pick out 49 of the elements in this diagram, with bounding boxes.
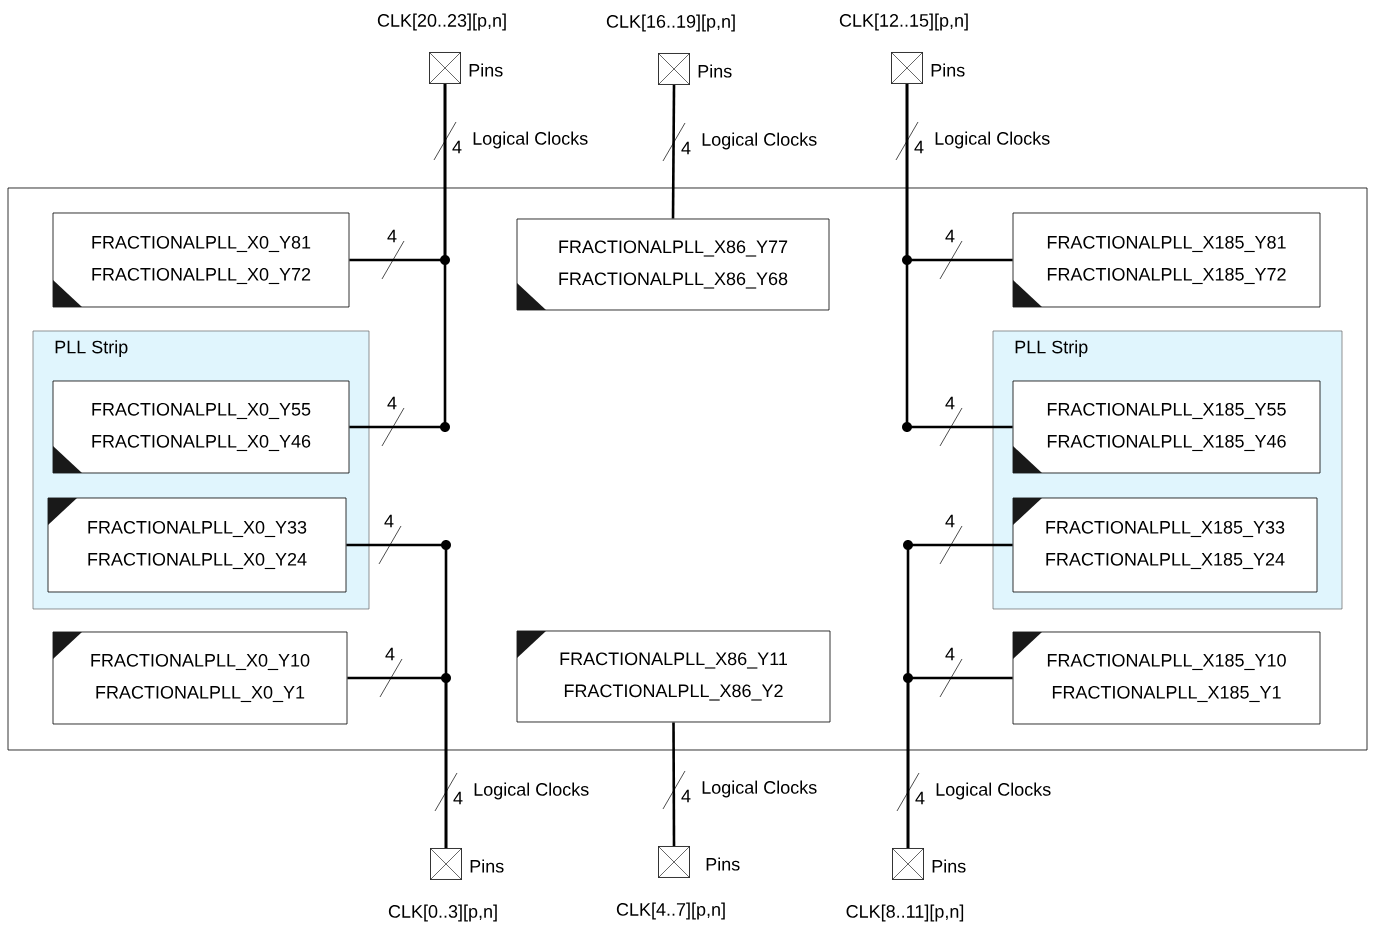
edge-label: 4 [385,647,395,661]
bus-label: Logical Clocks [474,782,589,800]
bus-line [349,83,447,429]
bus-line [905,83,1013,429]
device-frame [7,187,1368,751]
pll-box: FRACTIONALPLL_X185_Y33 FRACTIONALPLL_X185_Y24 [1012,497,1318,593]
clock-label: CLK[0..3][p,n] [388,904,497,922]
edge-label: 4 [945,229,955,243]
bus-label: Logical Clocks [473,131,588,149]
clock-label: CLK[8..11][p,n] [846,904,964,922]
edge-label: 4 [387,396,397,410]
bus-label: Logical Clocks [702,780,817,798]
bus-line [347,676,448,849]
clock-label: CLK[16..19][p,n] [606,14,735,32]
pin-label: Pins [470,859,504,873]
pll-box: FRACTIONALPLL_X185_Y55 FRACTIONALPLL_X185_Y46 [1012,380,1321,474]
bus-label: Logical Clocks [702,132,817,150]
pll-box: FRACTIONALPLL_X185_Y10 FRACTIONALPLL_X185_Y1 [1012,631,1321,725]
edge-label: 4 [387,229,397,243]
edge-label: 4 [384,514,394,528]
pll-box: FRACTIONALPLL_X86_Y77 FRACTIONALPLL_X86_Y68 [516,218,830,311]
bus-width: 4 [453,791,463,805]
pll-box: FRACTIONALPLL_X0_Y10 FRACTIONALPLL_X0_Y1 [52,631,348,725]
bus-width: 4 [452,140,462,154]
pll-box: FRACTIONALPLL_X0_Y81 FRACTIONALPLL_X0_Y72 [52,212,350,308]
pll-box: FRACTIONALPLL_X0_Y33 FRACTIONALPLL_X0_Y24 [47,497,347,593]
clock-label: CLK[12..15][p,n] [839,13,968,31]
pin-label: Pins [698,64,732,78]
pin-label: Pins [932,859,966,873]
bus-width: 4 [915,791,925,805]
bus-label: Logical Clocks [935,131,1050,149]
bus-label: Logical Clocks [936,782,1051,800]
clock-label: CLK[4..7][p,n] [616,902,725,920]
bus-line [672,722,676,847]
bus-line [906,676,1013,849]
edge-label: 4 [945,514,955,528]
pll-box: FRACTIONALPLL_X185_Y81 FRACTIONALPLL_X185_Y72 [1012,212,1321,308]
edge-label: 4 [681,141,691,155]
pll-box: FRACTIONALPLL_X86_Y11 FRACTIONALPLL_X86_Y2 [516,630,831,723]
clock-label: CLK[20..23][p,n] [377,13,506,31]
edge-label: 4 [945,396,955,410]
pin-label: Pins [931,63,965,77]
pin-label: Pins [469,63,503,77]
bus-width: 4 [914,140,924,154]
pin-label: Pins [706,857,740,871]
bus-line [671,84,676,219]
edge-label: 4 [945,647,955,661]
edge-label: 4 [681,789,691,803]
pll-box: FRACTIONALPLL_X0_Y55 FRACTIONALPLL_X0_Y46 [52,380,350,474]
